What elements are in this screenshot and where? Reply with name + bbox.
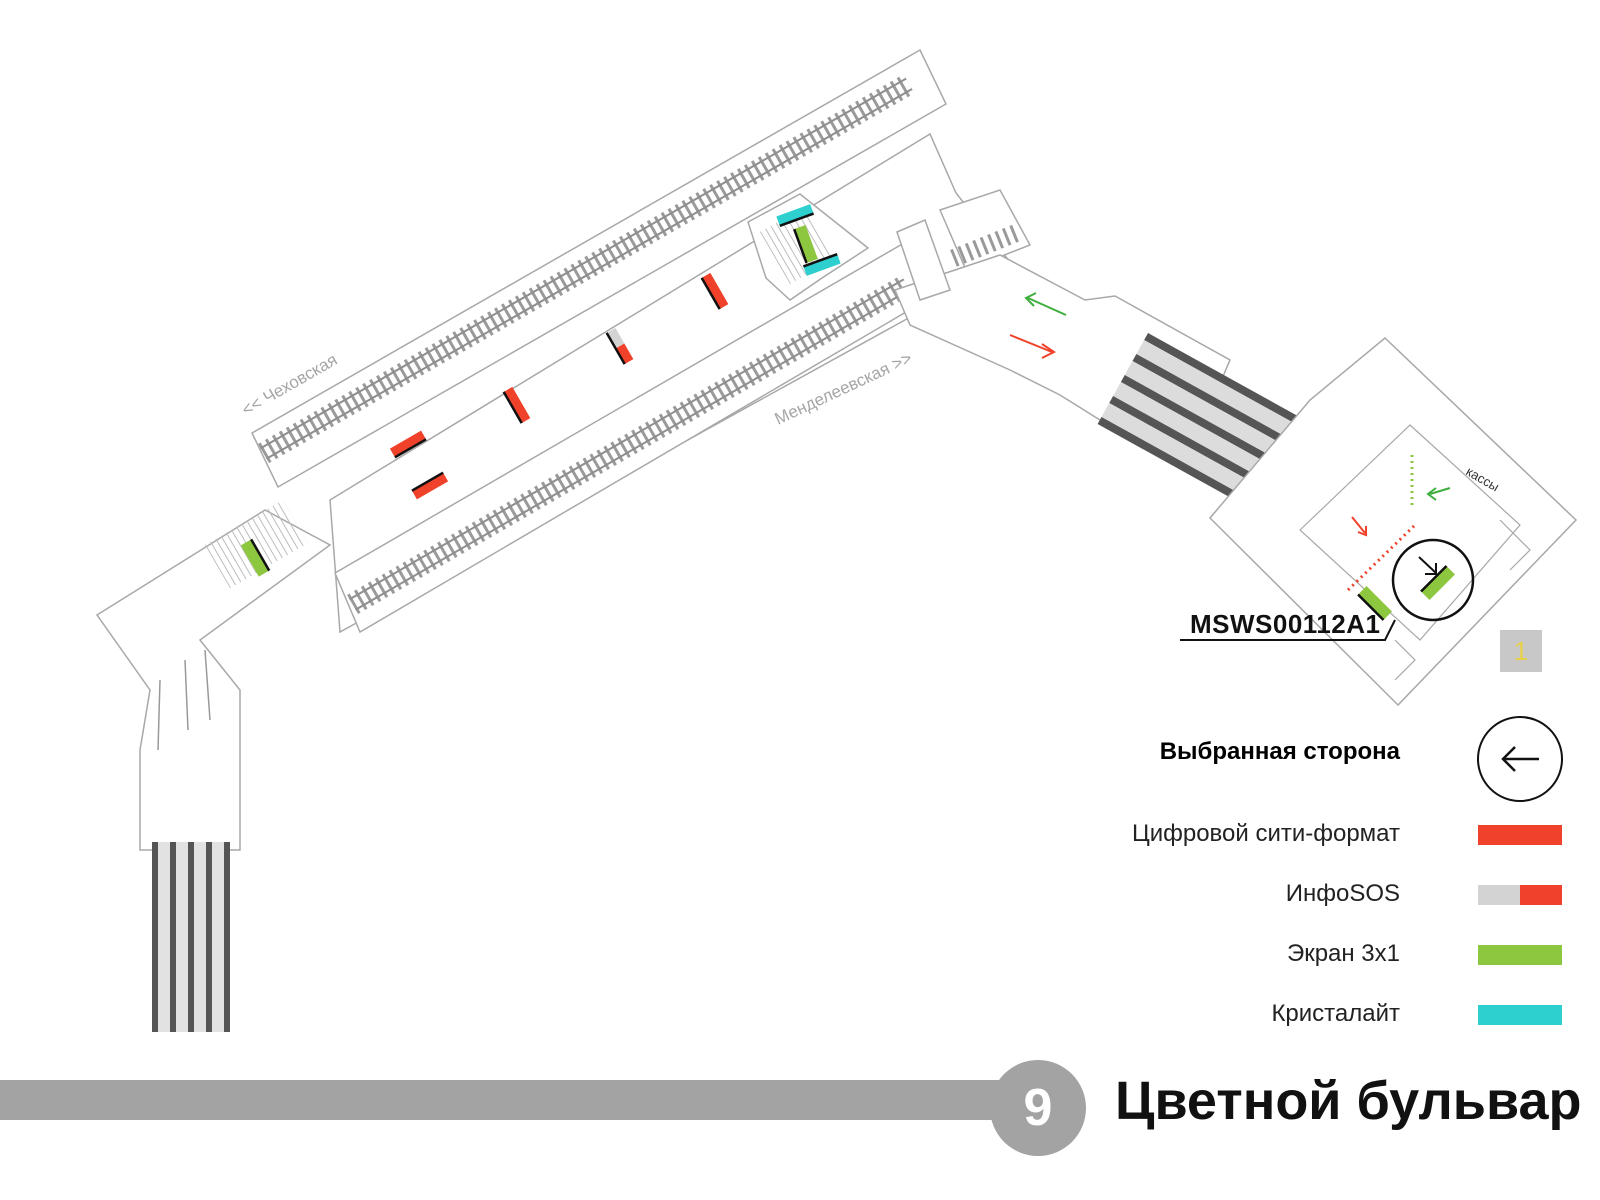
screen-3x1-markers bbox=[240, 225, 1455, 621]
screen-3x1-marker bbox=[240, 539, 270, 577]
track-stub bbox=[938, 189, 1032, 271]
crystalite-marker bbox=[803, 254, 841, 276]
legend-screen-3x1: Экран 3x1 bbox=[1286, 940, 1400, 967]
line-number-badge: 9 bbox=[990, 1060, 1086, 1156]
city-format-marker bbox=[411, 472, 449, 500]
screen-3x1-marker bbox=[794, 225, 818, 263]
station-name: Цветной бульвар bbox=[1115, 1071, 1582, 1131]
legend-crystalite: Кристалайт bbox=[1271, 1000, 1400, 1027]
legend-city-format-swatch bbox=[1478, 825, 1562, 845]
right-vestibule bbox=[1208, 336, 1578, 707]
infosos-marker bbox=[605, 327, 634, 365]
left-escalators bbox=[152, 842, 230, 1032]
legend-screen-3x1-swatch bbox=[1478, 945, 1562, 965]
exit-badge: 1 bbox=[1500, 630, 1542, 672]
line-bar bbox=[0, 1080, 1000, 1120]
flow-arrows bbox=[1009, 292, 1451, 537]
left-passage bbox=[95, 500, 332, 851]
screen-3x1-marker bbox=[1358, 586, 1392, 620]
legend-selected-side: Выбранная сторона bbox=[1159, 738, 1400, 765]
screen-3x1-marker bbox=[1421, 566, 1455, 600]
city-format-markers bbox=[389, 272, 729, 500]
city-format-marker bbox=[503, 386, 531, 424]
crystalite-marker bbox=[776, 204, 814, 226]
upper-track bbox=[251, 48, 947, 489]
legend-infosos-swatch bbox=[1478, 885, 1562, 905]
city-format-marker bbox=[701, 272, 729, 310]
selected-marker bbox=[1180, 538, 1475, 641]
arrow-left-icon bbox=[1477, 716, 1563, 802]
crystalite-markers bbox=[776, 204, 841, 276]
legend-crystalite-swatch bbox=[1478, 1005, 1562, 1025]
city-format-marker bbox=[389, 430, 427, 458]
legend-infosos: ИнфоSOS bbox=[1285, 880, 1400, 907]
selected-code: MSWS00112A1 bbox=[1190, 609, 1381, 639]
legend-city-format: Цифровой сити-формат bbox=[1131, 820, 1400, 847]
